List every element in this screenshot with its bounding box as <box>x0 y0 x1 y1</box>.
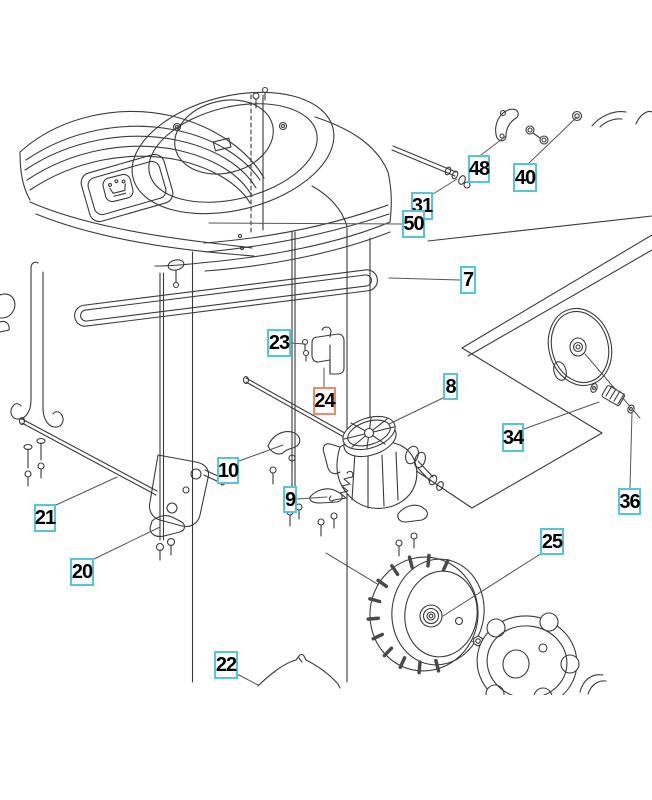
leader-line <box>432 178 458 195</box>
leader-line <box>442 552 543 617</box>
spring-drawing <box>329 470 354 502</box>
latch-bracket-drawing <box>301 326 345 375</box>
part-label-23[interactable]: 23 <box>267 329 291 357</box>
leader-line <box>93 526 161 560</box>
leader-line <box>290 342 306 345</box>
leader-line <box>388 277 461 281</box>
leader-line <box>480 135 507 156</box>
clamp-brackets-drawing <box>267 431 428 557</box>
leader-line <box>208 222 403 225</box>
leader-line <box>629 411 633 489</box>
brake-rod-drawing <box>18 416 158 496</box>
upper-rod-drawing <box>391 145 471 189</box>
pinion-gear-drawing <box>590 383 635 414</box>
mower-deck-drawing <box>0 86 392 333</box>
part-label-9[interactable]: 9 <box>283 486 297 513</box>
cover-disc-drawing <box>547 307 641 419</box>
drive-belt-drawing <box>74 269 378 327</box>
leader-line <box>523 401 600 430</box>
part-label-8[interactable]: 8 <box>443 373 458 400</box>
part-label-25[interactable]: 25 <box>540 528 564 555</box>
tire-tread <box>366 553 450 675</box>
part-label-10[interactable]: 10 <box>217 457 239 484</box>
leader-line <box>296 496 328 500</box>
part-label-20[interactable]: 20 <box>70 558 94 586</box>
part-label-48[interactable]: 48 <box>468 155 490 183</box>
leader-line <box>55 476 118 506</box>
panel-outline <box>351 215 652 509</box>
transmission-drawing <box>322 415 444 509</box>
wheel-drawing <box>325 552 557 693</box>
handle-hardware-drawing <box>495 108 652 145</box>
leader-line <box>236 673 259 686</box>
part-label-36[interactable]: 36 <box>618 488 641 515</box>
leader-line <box>388 396 446 425</box>
brand-crown-logo <box>102 173 134 203</box>
part-label-40[interactable]: 40 <box>513 163 537 192</box>
height-adjuster-rods <box>10 261 176 561</box>
hubcap-drawing <box>476 612 607 695</box>
part-label-24[interactable]: 24 <box>313 387 336 415</box>
part-label-50[interactable]: 50 <box>402 210 425 238</box>
pivot-bracket-drawing <box>148 454 227 538</box>
shift-rod-drawing <box>242 375 353 442</box>
part-label-22[interactable]: 22 <box>214 651 238 679</box>
pulley-fan-drawing <box>342 415 397 458</box>
part-label-34[interactable]: 34 <box>502 423 524 452</box>
part-label-21[interactable]: 21 <box>34 504 56 532</box>
leader-line <box>238 444 284 462</box>
guard-bracket-drawing <box>257 653 341 689</box>
leader-line <box>528 116 578 164</box>
part-label-7[interactable]: 7 <box>460 266 476 294</box>
leader-lines <box>55 116 633 686</box>
